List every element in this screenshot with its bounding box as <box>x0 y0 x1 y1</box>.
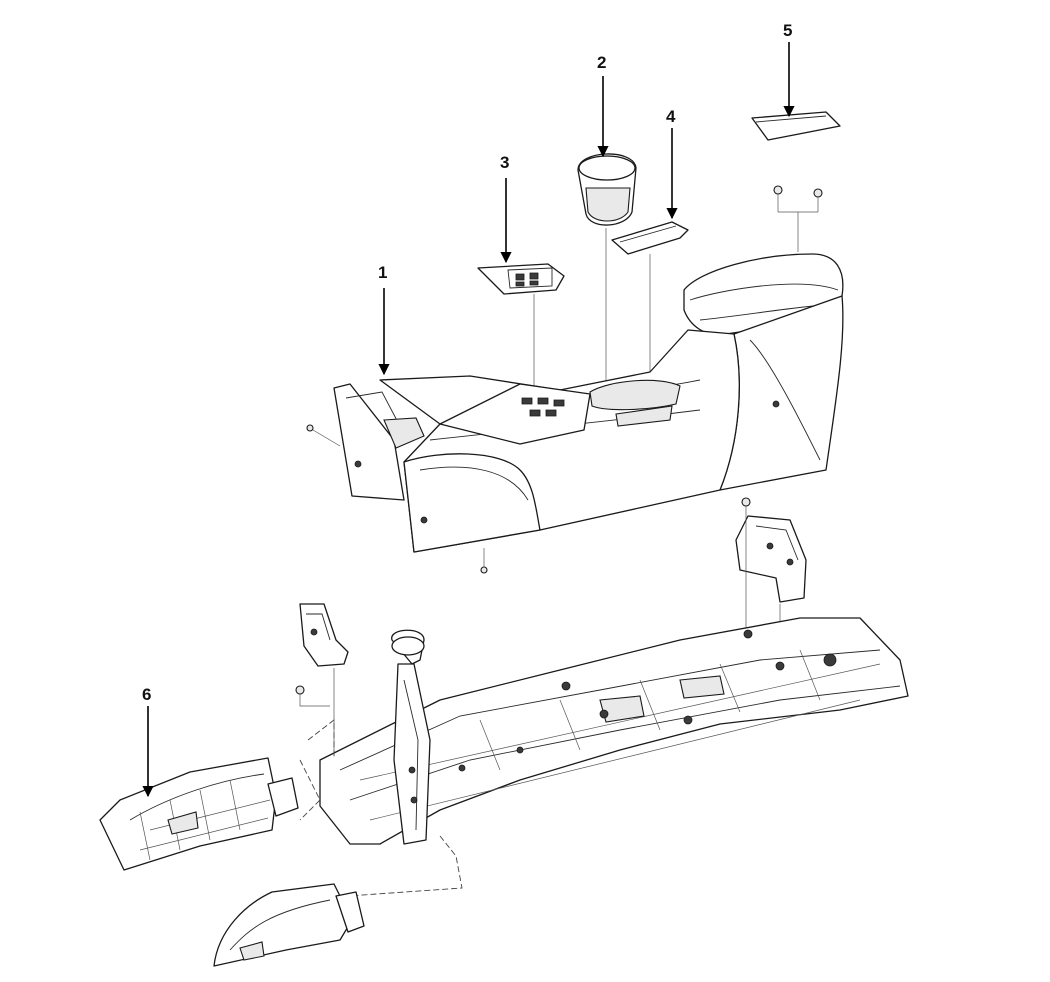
callout-6: 6 <box>142 685 151 704</box>
callout-labels: 1 2 3 4 5 6 <box>142 21 792 704</box>
floor-tunnel-frame <box>299 617 909 897</box>
part-5-cover-pad <box>751 111 841 252</box>
callout-leaders <box>142 42 795 798</box>
part-3-switch-panel <box>477 263 565 388</box>
callout-1: 1 <box>378 263 387 282</box>
callout-5: 5 <box>783 21 792 40</box>
callout-2: 2 <box>597 53 606 72</box>
left-bracket <box>295 603 349 752</box>
callout-3: 3 <box>500 153 509 172</box>
part-2-cup-holder <box>577 153 637 390</box>
right-bracket <box>735 497 807 668</box>
part-6-side-trim <box>99 757 299 871</box>
part-4-trim-strip <box>611 221 689 372</box>
callout-4: 4 <box>666 107 676 126</box>
lower-front-trim <box>213 883 365 967</box>
part-1-console-assembly <box>306 253 844 574</box>
